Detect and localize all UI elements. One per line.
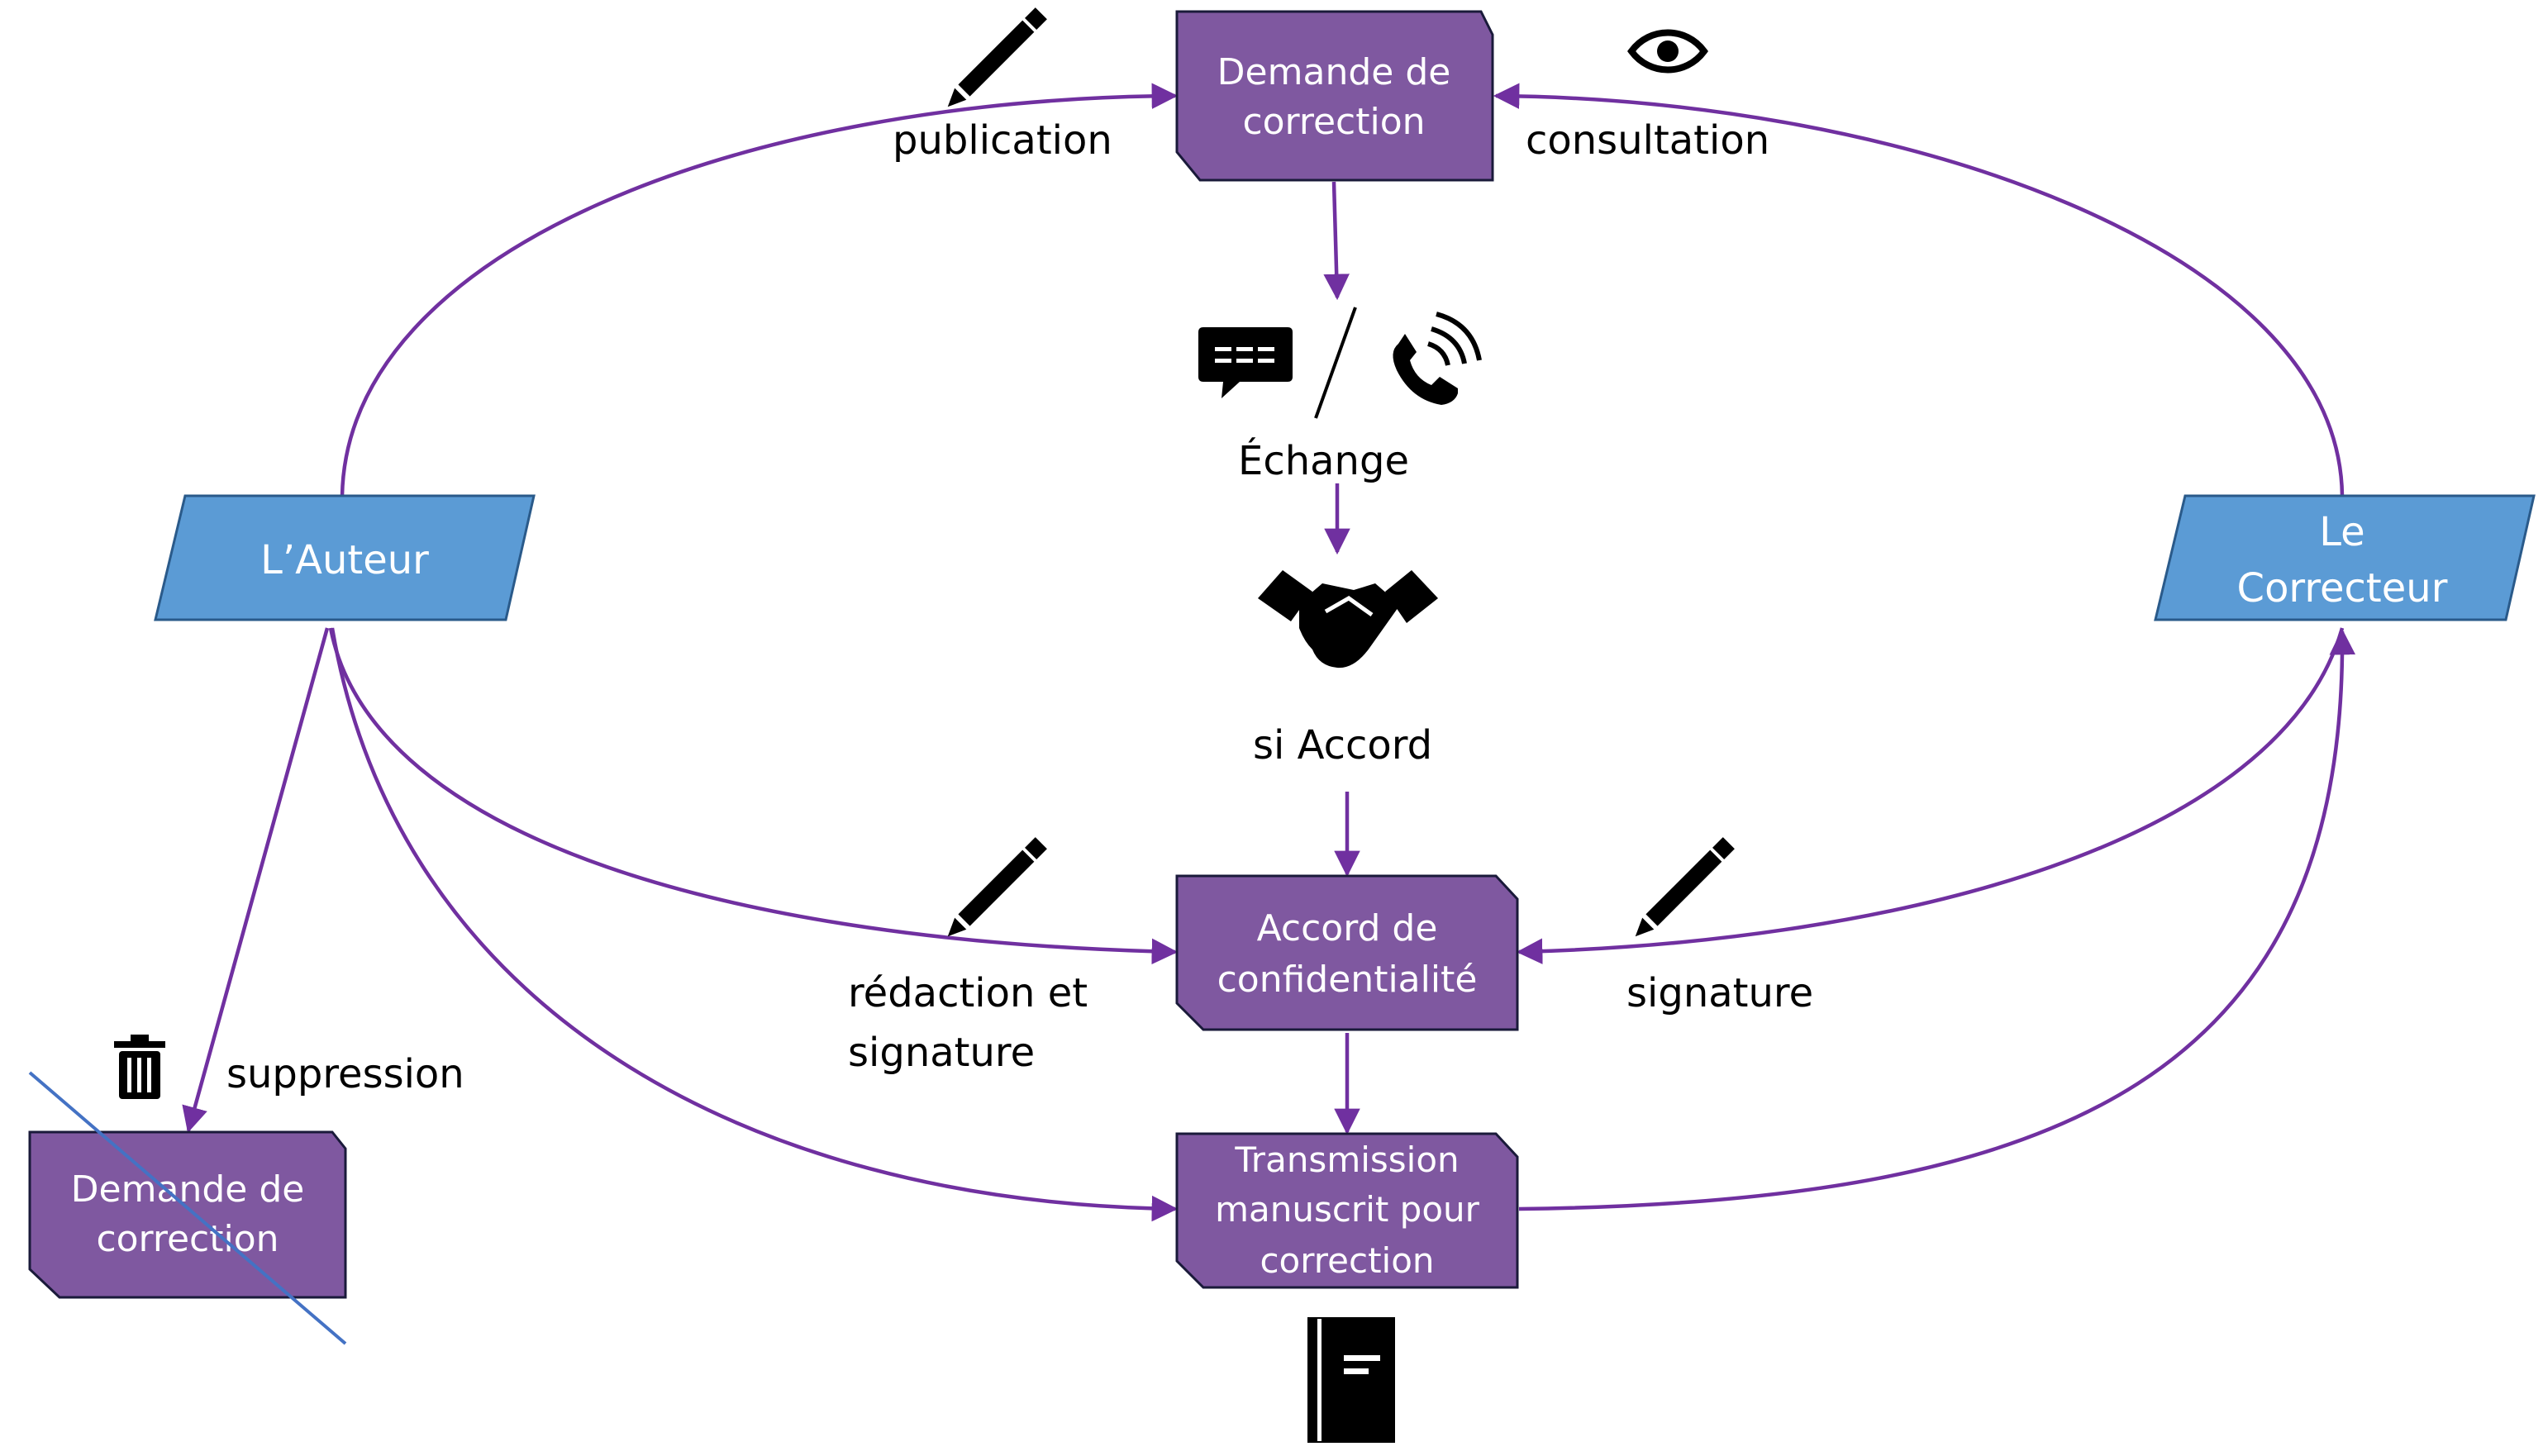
edge-auteur-to-accord <box>328 627 1179 965</box>
label-si-accord: si Accord <box>1253 722 1432 768</box>
phone-wave <box>1431 326 1467 364</box>
chat-line <box>1215 359 1231 363</box>
chat-icon <box>1198 327 1293 398</box>
demande-deleted-line2: correction <box>96 1218 279 1260</box>
strike-through-line <box>28 1071 347 1345</box>
notebook-cover <box>1307 1317 1395 1443</box>
demande-deleted-shape <box>28 1130 347 1299</box>
edge-transmission-to-correcteur <box>1518 628 2356 1211</box>
edge-correcteur-to-accord <box>1516 627 2345 965</box>
pencil-eraser <box>1712 837 1735 859</box>
notebook-icon <box>1307 1317 1395 1443</box>
pencil-icon <box>947 837 1047 937</box>
transmission-line1: Transmission <box>1234 1140 1459 1180</box>
edge-auteur-to-deleted-demande <box>182 627 330 1134</box>
label-consultation: consultation <box>1526 117 1769 164</box>
notebook-spine <box>1317 1319 1322 1441</box>
chat-line <box>1236 359 1253 363</box>
phone-wave <box>1436 312 1482 361</box>
node-transmission: Transmission manuscrit pour correction <box>1175 1132 1519 1289</box>
pencil-tip <box>1635 917 1655 937</box>
chat-line <box>1215 347 1231 351</box>
node-demande-correction: Demande de correction <box>1175 10 1494 182</box>
separator-slash <box>1314 307 1357 419</box>
trash-slot <box>127 1058 131 1092</box>
accord-shape <box>1175 874 1519 1031</box>
eye-pupil <box>1657 40 1679 62</box>
notebook-label-line <box>1344 1355 1380 1361</box>
accord-line2: confidentialité <box>1217 959 1478 1001</box>
pencil-tip <box>947 917 967 937</box>
edges <box>182 83 2356 1222</box>
eye-icon <box>1627 29 1708 74</box>
trash-lid <box>114 1041 165 1048</box>
phone-icon <box>1393 312 1482 405</box>
trash-handle <box>131 1035 149 1043</box>
label-signature: signature <box>1626 970 1813 1016</box>
notebook-label-line <box>1344 1368 1369 1374</box>
handshake-detail <box>1324 596 1374 617</box>
chat-line <box>1258 347 1274 351</box>
eye-outline <box>1627 29 1708 74</box>
label-suppression: suppression <box>226 1051 464 1097</box>
pencil-tip <box>947 88 967 107</box>
demande-deleted-line1: Demande de <box>71 1168 305 1211</box>
demande-correction-shape <box>1175 10 1494 182</box>
correcteur-line2: Correcteur <box>2237 565 2448 611</box>
transmission-line3: correction <box>1260 1240 1434 1281</box>
trash-icon <box>114 1035 165 1099</box>
node-correcteur: Le Correcteur <box>2154 494 2536 621</box>
pencil-icon <box>947 7 1047 107</box>
edge-correcteur-to-demande <box>1493 83 2345 497</box>
demande-correction-line2: correction <box>1242 101 1425 143</box>
label-redaction-line1: rédaction et <box>848 970 1088 1016</box>
trash-slot <box>137 1058 141 1092</box>
transmission-shape <box>1175 1132 1519 1289</box>
auteur-label: L’Auteur <box>260 537 429 583</box>
transmission-line2: manuscrit pour <box>1215 1189 1480 1230</box>
phone-wave <box>1427 341 1450 366</box>
correcteur-shape <box>2154 494 2536 621</box>
label-publication: publication <box>893 117 1112 164</box>
trash-slot <box>147 1058 151 1092</box>
chat-line <box>1236 347 1253 351</box>
pencil-eraser <box>1025 7 1047 30</box>
edge-auteur-to-demande <box>340 83 1179 497</box>
edge-demande-to-echange <box>1323 181 1350 301</box>
pencil-body <box>958 849 1035 926</box>
handshake-icon <box>1258 570 1438 669</box>
pencil-eraser <box>1025 837 1047 859</box>
label-redaction-line2: signature <box>848 1030 1035 1076</box>
handshake-right-cuff <box>1385 570 1438 623</box>
accord-line1: Accord de <box>1257 907 1438 949</box>
handshake-hands <box>1299 583 1400 669</box>
auteur-shape <box>154 494 536 621</box>
correcteur-line1: Le <box>2319 509 2364 555</box>
label-echange: Échange <box>1238 437 1409 484</box>
pencil-body <box>1645 849 1722 926</box>
node-demande-deleted: Demande de correction <box>28 1071 347 1345</box>
pencil-icon <box>1635 837 1735 937</box>
edge-auteur-to-transmission <box>330 627 1179 1222</box>
node-auteur: L’Auteur <box>154 494 536 621</box>
demande-correction-line1: Demande de <box>1217 51 1451 93</box>
pencil-body <box>958 20 1035 97</box>
node-accord-confidentialite: Accord de confidentialité <box>1175 874 1519 1031</box>
handshake-left-cuff <box>1258 570 1312 621</box>
phone-handset <box>1393 334 1458 405</box>
chat-line <box>1258 359 1274 363</box>
